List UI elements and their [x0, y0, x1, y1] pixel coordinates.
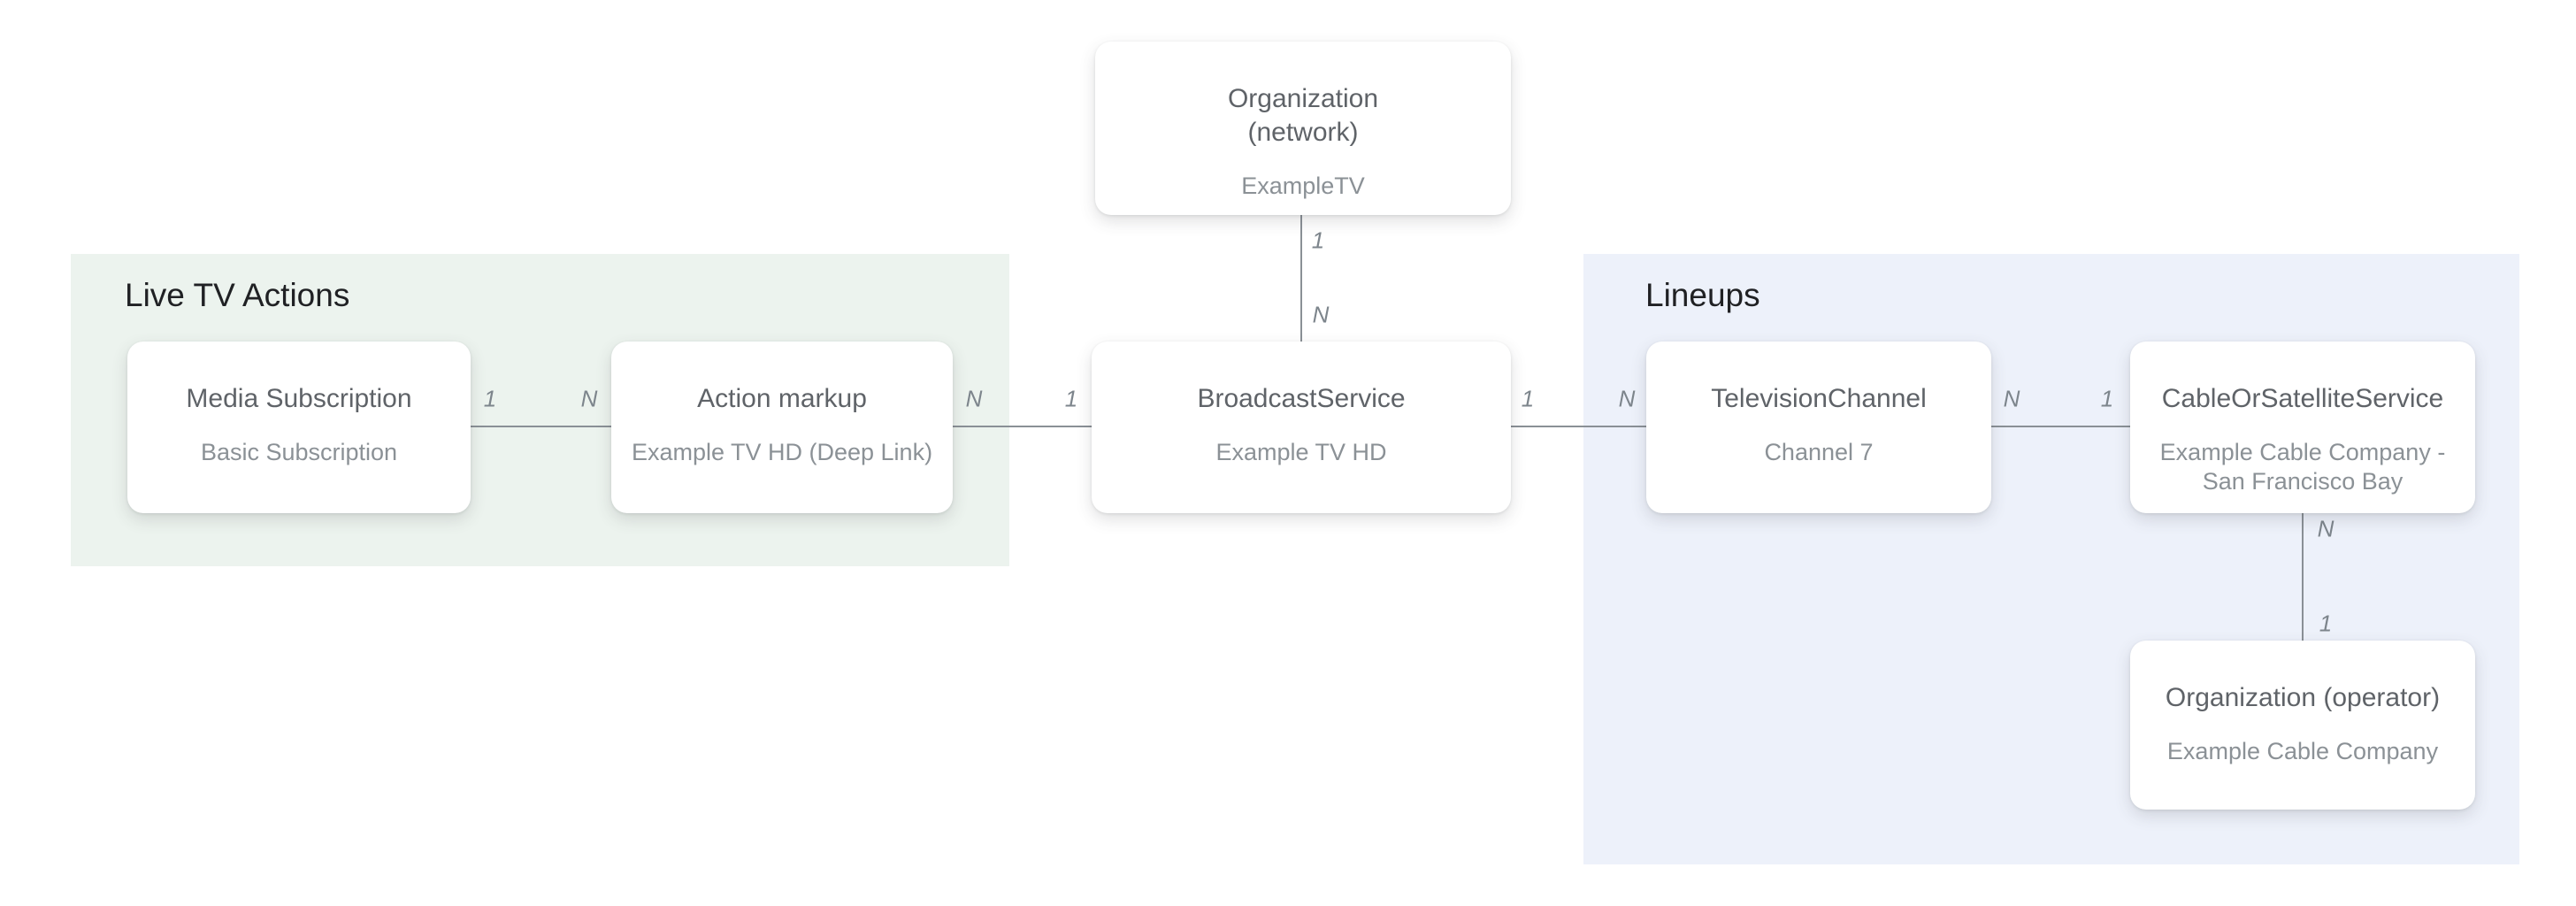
cardinality-subscription-to-markup-1: 1 — [483, 385, 497, 412]
node-title: CableOrSatelliteService — [2161, 384, 2444, 413]
cardinality-network-to-broadcast-1: 1 — [1311, 226, 1325, 254]
node-title: Action markup — [697, 384, 867, 413]
node-subtitle: Basic Subscription — [200, 439, 398, 465]
node-organization-operator: Organization (operator) Example Cable Co… — [2130, 641, 2475, 810]
cardinality-network-to-broadcast-n: N — [1312, 301, 1330, 328]
cardinality-markup-to-broadcast-1: 1 — [1064, 385, 1078, 412]
cardinality-broadcast-to-channel-n: N — [1618, 385, 1636, 412]
cardinality-channel-to-cable-n: N — [2003, 385, 2020, 412]
region-title-live-tv-actions: Live TV Actions — [125, 277, 350, 313]
node-cable-or-satellite-service: CableOrSatelliteService Example Cable Co… — [2130, 342, 2475, 513]
cardinality-cable-to-operator-n: N — [2317, 515, 2334, 542]
node-title: Organization (operator) — [2165, 683, 2441, 712]
node-subtitle: Example Cable Company — [2166, 738, 2439, 764]
node-title: BroadcastService — [1197, 384, 1406, 413]
cardinality-cable-to-operator-1: 1 — [2319, 610, 2333, 637]
node-title: TelevisionChannel — [1711, 384, 1927, 413]
cardinality-channel-to-cable-1: 1 — [2100, 385, 2114, 412]
node-broadcast-service: BroadcastService Example TV HD — [1092, 342, 1511, 513]
edge-cable-to-operator — [2302, 513, 2304, 641]
node-television-channel: TelevisionChannel Channel 7 — [1646, 342, 1991, 513]
node-subtitle: Example TV HD (Deep Link) — [631, 439, 933, 465]
edge-channel-to-cable — [1991, 426, 2130, 427]
region-title-lineups: Lineups — [1645, 277, 1760, 313]
node-subtitle: Channel 7 — [1764, 439, 1874, 465]
cardinality-subscription-to-markup-n: N — [580, 385, 598, 412]
node-subtitle: Example TV HD — [1215, 439, 1387, 465]
cardinality-markup-to-broadcast-n: N — [965, 385, 983, 412]
node-organization-network: Organization (network) ExampleTV — [1095, 42, 1511, 215]
node-action-markup: Action markup Example TV HD (Deep Link) — [611, 342, 953, 513]
edge-subscription-to-markup — [471, 426, 611, 427]
node-title: Media Subscription — [186, 384, 412, 413]
edge-broadcast-to-channel — [1511, 426, 1646, 427]
node-subtitle: Example Cable Company - San Francisco Ba… — [2159, 439, 2446, 495]
cardinality-broadcast-to-channel-1: 1 — [1521, 385, 1535, 412]
edge-network-to-broadcast — [1300, 215, 1302, 342]
edge-markup-to-broadcast — [953, 426, 1092, 427]
node-title: Organization (network) — [1227, 84, 1379, 147]
node-media-subscription: Media Subscription Basic Subscription — [127, 342, 471, 513]
node-subtitle: ExampleTV — [1241, 173, 1365, 199]
